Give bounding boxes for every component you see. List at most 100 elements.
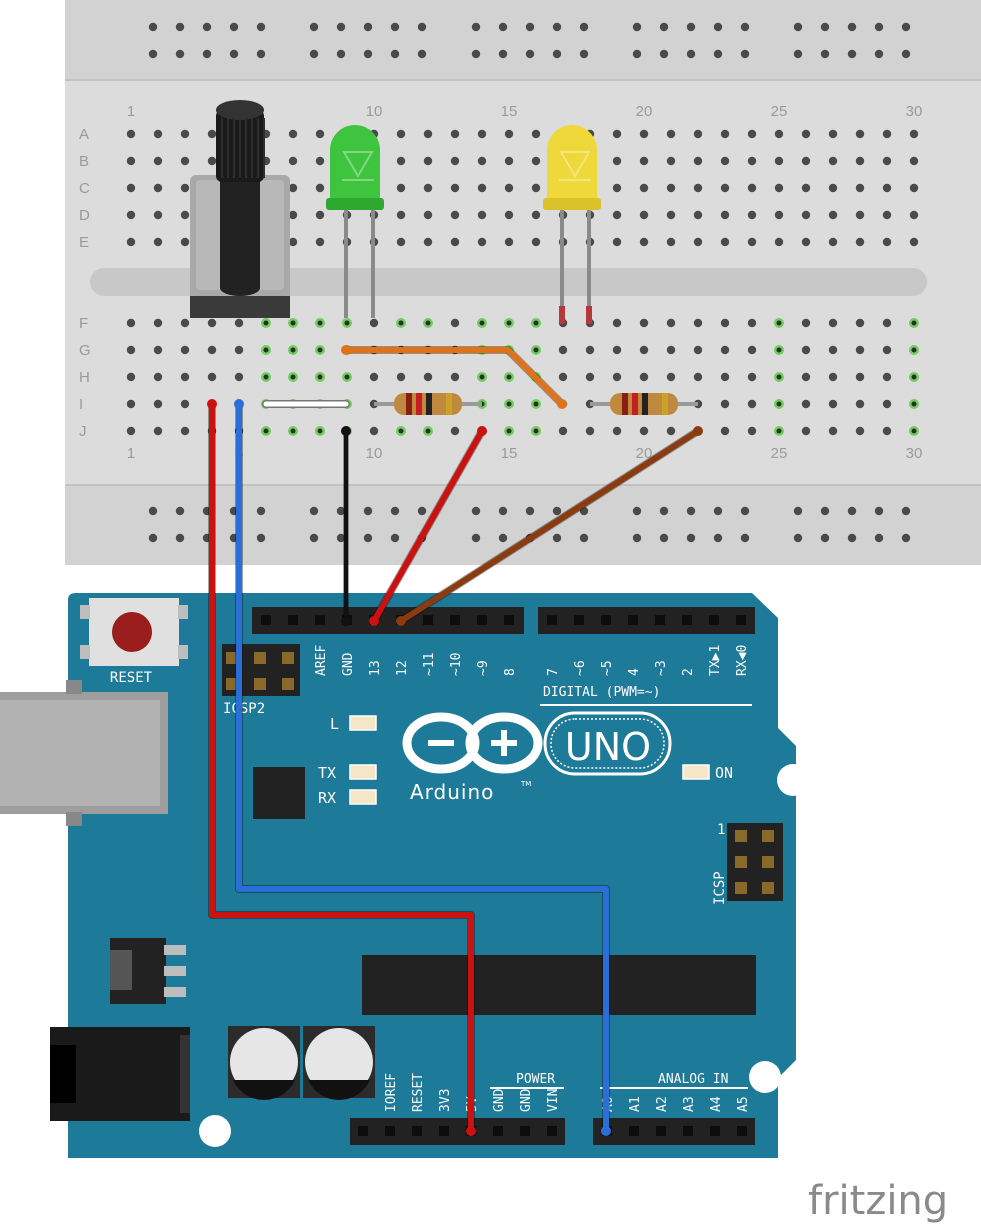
breadboard-hole — [423, 372, 433, 382]
breadboard-hole — [369, 372, 379, 382]
wire — [398, 428, 701, 624]
breadboard-hole — [288, 156, 298, 166]
header-pin — [288, 615, 298, 625]
column-number: 25 — [771, 445, 788, 462]
breadboard-hole — [855, 399, 865, 409]
analog-pin-label: A3 — [682, 1096, 697, 1112]
yellow-led — [543, 125, 601, 324]
header-pin — [385, 1126, 395, 1136]
breadboard-hole — [639, 426, 649, 436]
breadboard-hole — [632, 533, 642, 543]
breadboard-hole — [256, 49, 266, 59]
column-number: 30 — [906, 103, 923, 120]
breadboard-hole — [309, 22, 319, 32]
breadboard-hole — [558, 345, 568, 355]
column-number: 30 — [906, 445, 923, 462]
breadboard-hole — [390, 506, 400, 516]
breadboard-hole — [639, 156, 649, 166]
breadboard-hole — [801, 426, 811, 436]
tm-label: TM — [520, 780, 531, 788]
breadboard-hole — [828, 183, 838, 193]
breadboard-hole — [504, 237, 514, 247]
analog-title: ANALOG IN — [658, 1072, 728, 1087]
breadboard-hole — [202, 49, 212, 59]
breadboard-hole — [713, 506, 723, 516]
power-pin-label: RESET — [411, 1073, 426, 1112]
row-letter: F — [79, 315, 88, 332]
breadboard-hole — [363, 22, 373, 32]
breadboard-hole — [612, 372, 622, 382]
breadboard-hole — [180, 318, 190, 328]
reset-button[interactable] — [80, 598, 188, 666]
breadboard-hole — [909, 210, 919, 220]
breadboard-hole — [363, 49, 373, 59]
breadboard-hole — [855, 318, 865, 328]
breadboard-hole — [639, 183, 649, 193]
column-number: 25 — [771, 103, 788, 120]
breadboard-hole — [153, 399, 163, 409]
breadboard-hole — [801, 399, 811, 409]
breadboard-hole — [855, 156, 865, 166]
breadboard-hole — [471, 22, 481, 32]
breadboard-hole — [336, 506, 346, 516]
breadboard-hole — [423, 210, 433, 220]
breadboard-hole — [740, 49, 750, 59]
analog-pin-label: A4 — [709, 1096, 724, 1112]
breadboard-hole — [180, 237, 190, 247]
digital-pin-label: ~10 — [449, 653, 464, 676]
digital-pin-label: ~11 — [422, 653, 437, 676]
icsp2-header — [222, 644, 300, 696]
capacitor — [303, 1026, 375, 1101]
breadboard-hole — [747, 129, 757, 139]
breadboard-hole — [396, 183, 406, 193]
breadboard-hole — [686, 506, 696, 516]
header-pin — [629, 1126, 639, 1136]
breadboard-hole — [450, 426, 460, 436]
breadboard-hole — [612, 237, 622, 247]
breadboard-hole — [855, 210, 865, 220]
breadboard-hole — [693, 129, 703, 139]
breadboard-hole — [336, 49, 346, 59]
breadboard-hole — [153, 183, 163, 193]
center-channel — [90, 268, 927, 296]
breadboard-hole — [774, 129, 784, 139]
breadboard-hole — [747, 399, 757, 409]
breadboard-hole — [874, 22, 884, 32]
resistor — [590, 393, 698, 415]
rx-led — [349, 789, 377, 805]
breadboard-hole — [882, 372, 892, 382]
breadboard-hole — [828, 129, 838, 139]
digital-title: DIGITAL (PWM=~) — [543, 685, 660, 700]
breadboard-hole — [612, 183, 622, 193]
row-letter: H — [79, 369, 90, 386]
breadboard-hole — [666, 372, 676, 382]
column-number: 10 — [366, 445, 383, 462]
potentiometer — [190, 100, 290, 318]
header-pin — [736, 615, 746, 625]
breadboard-hole — [659, 533, 669, 543]
breadboard-hole — [450, 183, 460, 193]
breadboard-hole — [153, 318, 163, 328]
wire — [236, 401, 609, 1134]
header-pin — [574, 615, 584, 625]
breadboard-hole — [693, 372, 703, 382]
breadboard-hole — [417, 506, 427, 516]
breadboard-hole — [801, 210, 811, 220]
wires — [207, 345, 703, 1136]
breadboard-hole — [552, 49, 562, 59]
breadboard-hole — [882, 345, 892, 355]
breadboard-hole — [882, 183, 892, 193]
breadboard-hole — [153, 156, 163, 166]
breadboard-hole — [882, 318, 892, 328]
breadboard-hole — [180, 426, 190, 436]
breadboard-hole — [126, 399, 136, 409]
resistor — [374, 393, 482, 415]
breadboard-hole — [585, 345, 595, 355]
breadboard-hole — [882, 237, 892, 247]
reset-label: RESET — [110, 670, 153, 686]
breadboard-hole — [417, 49, 427, 59]
breadboard-hole — [558, 372, 568, 382]
breadboard-hole — [531, 183, 541, 193]
digital-pin-label: 13 — [368, 660, 383, 676]
